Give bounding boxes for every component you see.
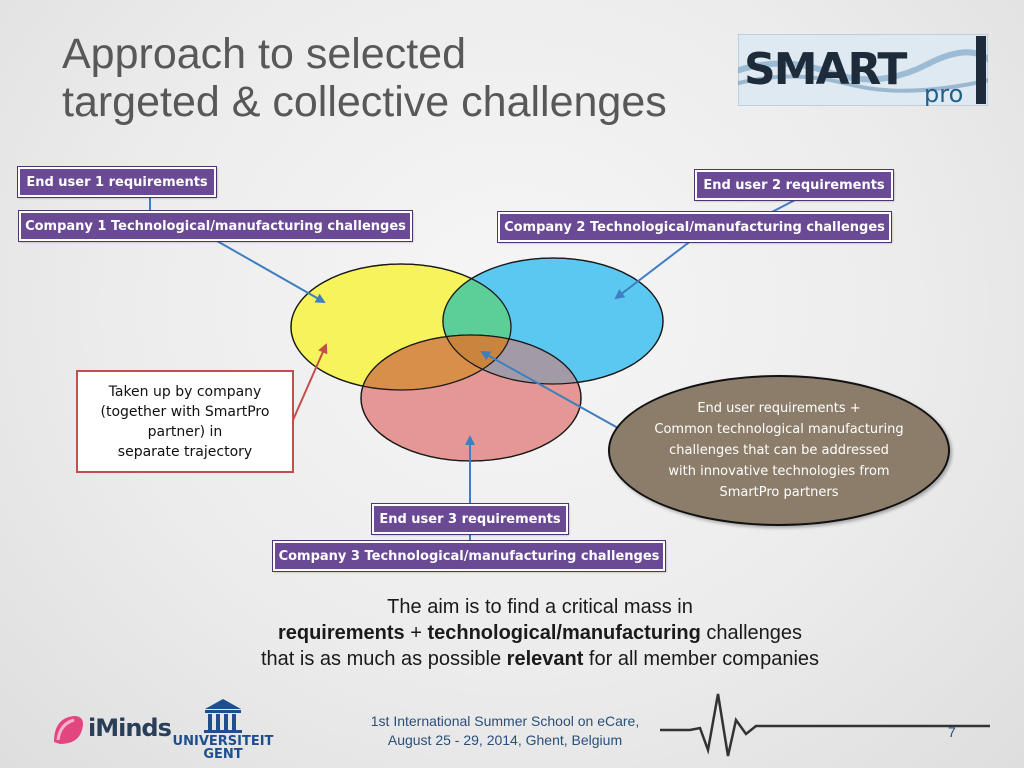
title-line-2: targeted & collective challenges [62, 78, 667, 126]
end-user-2-box: End user 2 requirements [694, 169, 894, 201]
ugent-logo-text-1: UNIVERSITEIT [172, 734, 274, 749]
aim-statement: The aim is to find a critical mass in re… [180, 594, 900, 672]
arrow-separate [292, 343, 328, 421]
footer-line-1: 1st International Summer School on eCare… [370, 713, 640, 729]
common-challenges-callout: End user requirements + Common technolog… [608, 375, 950, 526]
logo-sub-text: pro [924, 80, 963, 106]
ugent-logo [204, 699, 242, 733]
title-line-1: Approach to selected [62, 30, 466, 78]
footer-event: 1st International Summer School on eCare… [320, 712, 690, 750]
iminds-logo-text: iMinds [88, 714, 172, 742]
arrow-company1 [209, 236, 326, 303]
yellow-red-overlap [361, 335, 511, 390]
blue-red-overlap [443, 335, 581, 384]
slide-title: Approach to selected targeted & collecti… [62, 30, 762, 126]
logo-text: SMART [744, 44, 907, 95]
separate-trajectory-callout: Taken up by company (together with Smart… [76, 370, 294, 473]
aim-line-3: that is as much as possible relevant for… [260, 648, 820, 670]
page-number: 7 [948, 724, 956, 740]
company-3-box: Company 3 Technological/manufacturing ch… [272, 540, 666, 572]
company-1-box: Company 1 Technological/manufacturing ch… [18, 210, 413, 242]
end-user-3-box: End user 3 requirements [371, 503, 569, 535]
heartbeat-line-icon [660, 693, 990, 757]
separate-trajectory-text: Taken up by company (together with Smart… [100, 383, 270, 460]
aim-line-1: The aim is to find a critical mass in [387, 596, 693, 618]
company-2-box: Company 2 Technological/manufacturing ch… [497, 211, 892, 243]
smartpro-logo: SMART pro [738, 34, 988, 106]
ugent-logo-text-2: GENT [203, 747, 243, 762]
common-challenges-text: End user requirements + Common technolog… [654, 401, 904, 500]
arrow-company2 [614, 239, 693, 300]
connector-eu2 [769, 199, 796, 214]
footer-line-2: August 25 - 29, 2014, Ghent, Belgium [387, 732, 623, 748]
aim-line-2: requirements + technological/manufacturi… [277, 622, 803, 644]
end-user-1-box: End user 1 requirements [17, 166, 217, 198]
iminds-logo [54, 716, 83, 744]
